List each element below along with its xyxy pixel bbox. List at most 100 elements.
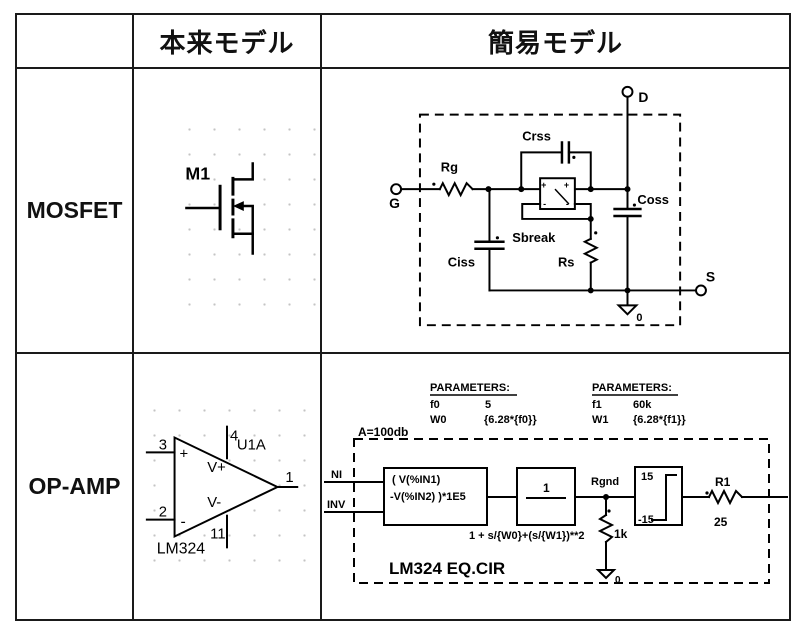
param-value: {6.28*{f0}} xyxy=(484,414,537,426)
inv-minus-mark: - xyxy=(181,514,186,531)
ground-node-label: 0 xyxy=(615,575,621,586)
vminus-mark: V- xyxy=(207,495,221,511)
ground-symbol xyxy=(595,569,617,580)
coss-capacitor xyxy=(613,207,642,218)
parameters-title: PARAMETERS: xyxy=(430,382,510,394)
filter-block xyxy=(516,467,576,526)
row-label-mosfet: MOSFET xyxy=(17,69,134,354)
mosfet-model-cell: + + - - xyxy=(322,69,789,354)
gain-expression-line1: ( V(%IN1) xyxy=(392,474,441,486)
rs-label: Rs xyxy=(558,255,574,270)
sbreak-plus-right: + xyxy=(564,180,569,190)
pin-marker-dots xyxy=(432,155,637,240)
drain-lead xyxy=(231,162,254,181)
parameters-title: PARAMETERS: xyxy=(592,382,672,394)
source-terminal-label: S xyxy=(706,268,715,284)
mosfet-refdes: M1 xyxy=(185,163,210,183)
param-name: W1 xyxy=(592,414,609,426)
rg-label: Rg xyxy=(441,159,458,174)
pin3-number: 3 xyxy=(159,437,167,453)
vplus-mark: V+ xyxy=(207,460,226,476)
limiter-block xyxy=(634,466,683,526)
pin4-number: 4 xyxy=(230,428,238,444)
ground-symbol xyxy=(616,304,639,316)
noninv-plus-mark: + xyxy=(180,446,189,462)
eqcir-dashed-box xyxy=(353,438,770,584)
rgnd-value-label: 1k xyxy=(614,527,628,541)
opamp-symbol-cell: 3 2 + - 4 U1A V+ V- 11 1 LM324 xyxy=(134,354,322,619)
parameters-table-right: PARAMETERS: f1 60k W1 {6.28*{f1}} xyxy=(592,382,686,426)
gate-terminal-label: G xyxy=(389,195,400,211)
source-terminal xyxy=(695,284,707,297)
limiter-low-label: -15 xyxy=(638,514,654,526)
switch-contact-blade xyxy=(554,188,570,205)
gain-annotation: A=100db xyxy=(358,425,408,439)
source-lead xyxy=(231,232,254,255)
rg-resistor xyxy=(438,180,474,198)
sbreak-label: Sbreak xyxy=(512,230,556,245)
filter-denominator: 1 + s/{W0}+(s/{W1})**2 xyxy=(469,530,585,542)
ciss-capacitor xyxy=(474,240,505,250)
eqcir-caption: LM324 EQ.CIR xyxy=(389,559,505,578)
mosfet-symbol-svg: M1 xyxy=(185,162,254,255)
nmos-transistor-symbol: M1 xyxy=(185,162,254,255)
sbreak-minus-right: - xyxy=(566,199,569,209)
sbreak-minus-left: - xyxy=(543,199,546,209)
mosfet-symbol-cell: M1 xyxy=(134,69,322,354)
r1-resistor xyxy=(707,488,744,506)
crss-capacitor xyxy=(560,141,571,164)
header-simple-model: 簡易モデル xyxy=(322,15,789,69)
model-comparison-table: 本来モデル 簡易モデル MOSFET M1 xyxy=(15,13,791,621)
param-name: f0 xyxy=(430,399,440,411)
opamp-model-svg: PARAMETERS: f0 5 W0 {6.28*{f0}} PARAMETE… xyxy=(324,382,788,586)
opamp-symbol-svg: 3 2 + - 4 U1A V+ V- 11 1 LM324 xyxy=(145,425,299,557)
opamp-model-cell: PARAMETERS: f0 5 W0 {6.28*{f0}} PARAMETE… xyxy=(322,354,789,619)
opamp-body xyxy=(173,435,280,539)
ciss-label: Ciss xyxy=(448,255,475,270)
param-name: f1 xyxy=(592,399,602,411)
pin11-number: 11 xyxy=(210,526,225,542)
opamp-refdes: U1A xyxy=(237,437,266,453)
opamp-part-number: LM324 xyxy=(157,540,206,557)
gain-block xyxy=(383,467,488,526)
r1-label: R1 xyxy=(715,475,731,489)
gate-terminal xyxy=(390,183,403,196)
mosfet-model-svg: + + - - xyxy=(389,85,715,327)
row-label-opamp: OP-AMP xyxy=(17,354,134,619)
pin-marker-dot xyxy=(705,491,709,495)
ground-node-label: 0 xyxy=(636,312,642,324)
crss-label: Crss xyxy=(522,128,551,143)
drain-terminal xyxy=(621,85,634,98)
header-blank-cell xyxy=(17,15,134,69)
limiter-step-curve xyxy=(651,474,677,521)
opamp-triangle-symbol: 3 2 + - 4 U1A V+ V- 11 1 LM324 xyxy=(145,425,299,557)
rs-resistor xyxy=(582,237,599,264)
inv-input-label: INV xyxy=(327,499,346,511)
parameters-table-left: PARAMETERS: f0 5 W0 {6.28*{f0}} xyxy=(430,382,537,426)
model-boundary-dashed-box xyxy=(418,113,682,327)
schematic-grid-dots xyxy=(177,117,317,317)
param-value: 60k xyxy=(633,399,652,411)
ni-input-label: NI xyxy=(331,469,342,481)
limiter-high-label: 15 xyxy=(641,471,653,483)
gain-expression-line2: -V(%IN2) )*1E5 xyxy=(390,491,466,503)
bulk-arrowhead xyxy=(232,201,244,211)
pin-marker-dot xyxy=(607,509,611,513)
drain-terminal-label: D xyxy=(638,89,648,105)
rgnd-label: Rgnd xyxy=(591,476,619,488)
coss-label: Coss xyxy=(637,192,669,207)
header-original-model: 本来モデル xyxy=(134,15,322,69)
param-name: W0 xyxy=(430,414,447,426)
crss-branch-wire xyxy=(520,151,592,191)
switch-control-loop-wire xyxy=(521,203,592,220)
param-value: 5 xyxy=(485,399,491,411)
junction-dots xyxy=(485,186,631,294)
bulk-lead xyxy=(239,204,254,235)
rgnd-1k-resistor xyxy=(597,513,615,544)
filter-numerator: 1 xyxy=(543,481,550,495)
pin2-number: 2 xyxy=(159,505,167,521)
param-value: {6.28*{f1}} xyxy=(633,414,686,426)
pin1-number: 1 xyxy=(285,470,293,486)
r1-value-label: 25 xyxy=(714,515,728,529)
